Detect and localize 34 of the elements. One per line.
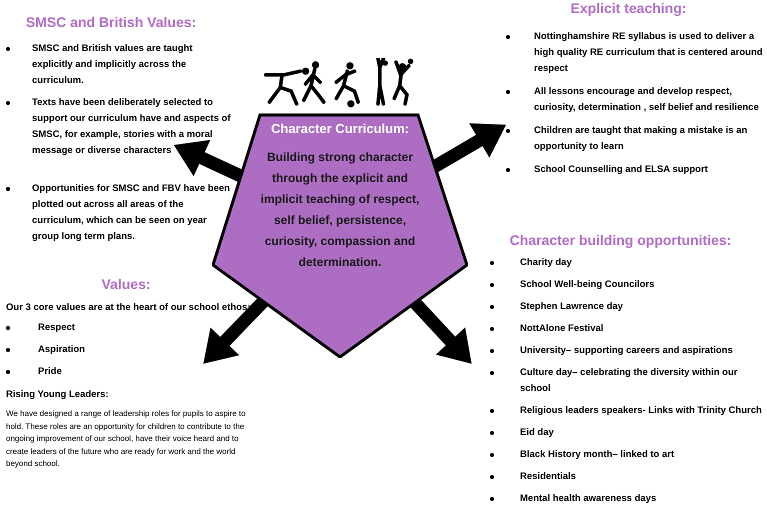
bullet-text: Aspiration xyxy=(38,343,85,357)
bullet-text: Pride xyxy=(38,365,62,379)
paragraph: Our 3 core values are at the heart of our school ethos: xyxy=(5,301,252,315)
bullet-text: NottAlone Festival xyxy=(520,322,604,336)
section-heading: Character building opportunities: xyxy=(510,232,732,249)
bullet-text: Charity day xyxy=(520,256,572,270)
bullet-text: Eid day xyxy=(520,426,554,440)
paragraph: We have designed a range of leadership roles for pupils to aspire to hold. These roles are an opportunity for children to contribute to the ongoing improvement of our school, have their voice heard and to create leaders of the future who are ready for work and the world beyond school. xyxy=(5,408,246,470)
bullet-text: Respect xyxy=(38,321,75,335)
section-heading: Explicit teaching: xyxy=(570,0,688,17)
bullet-text: Nottinghamshire RE syllabus is used to deliver a high quality RE curriculum that is centered around respect xyxy=(534,30,764,76)
bullet-text: Stephen Lawrence day xyxy=(520,300,623,314)
block-arrow xyxy=(174,140,244,182)
block-arrow xyxy=(410,298,472,364)
bullet-text: Residentials xyxy=(520,470,576,484)
bullet-text: School Well-being Councilors xyxy=(520,278,654,292)
pentagon-title: Character Curriculum: xyxy=(271,120,409,138)
block-arrow xyxy=(203,296,268,364)
section-heading: Values: xyxy=(101,276,152,293)
paragraph: Rising Young Leaders: xyxy=(5,388,110,402)
bullet-text: University– supporting careers and aspirations xyxy=(520,344,733,358)
section-heading: SMSC and British Values: xyxy=(26,14,198,31)
bullet-text: Children are taught that making a mistake is an opportunity to learn xyxy=(534,124,748,154)
bullet-text: All lessons encourage and develop respect, curiosity, determination , self belief and resilience xyxy=(534,85,760,115)
pentagon-body: Building strong character through the explicit and implicit teaching of respect, self belief, persistence, curiosity, compassion and determination. xyxy=(260,148,420,270)
bullet-text: Opportunities for SMSC and FBV have been plotted out across all areas of the curriculum, which can be seen on year group long term plans. xyxy=(32,182,231,244)
bullet-text: SMSC and British values are taught explicitly and implicitly across the curriculum. xyxy=(32,42,194,88)
bullet-text: Texts have been deliberately selected to support our curriculum have and aspects of SMSC, for example, stories with a moral message or diverse characters xyxy=(32,96,232,158)
bullet-text: School Counselling and ELSA support xyxy=(534,163,708,177)
bullet-text: Black History month– linked to art xyxy=(520,448,674,462)
bullet-text: Culture day– celebrating the diversity within our school xyxy=(520,366,738,396)
block-arrow xyxy=(432,123,506,172)
bullet-text: Religious leaders speakers- Links with Trinity Church xyxy=(520,404,762,418)
bullet-text: Mental health awareness days xyxy=(520,492,656,506)
